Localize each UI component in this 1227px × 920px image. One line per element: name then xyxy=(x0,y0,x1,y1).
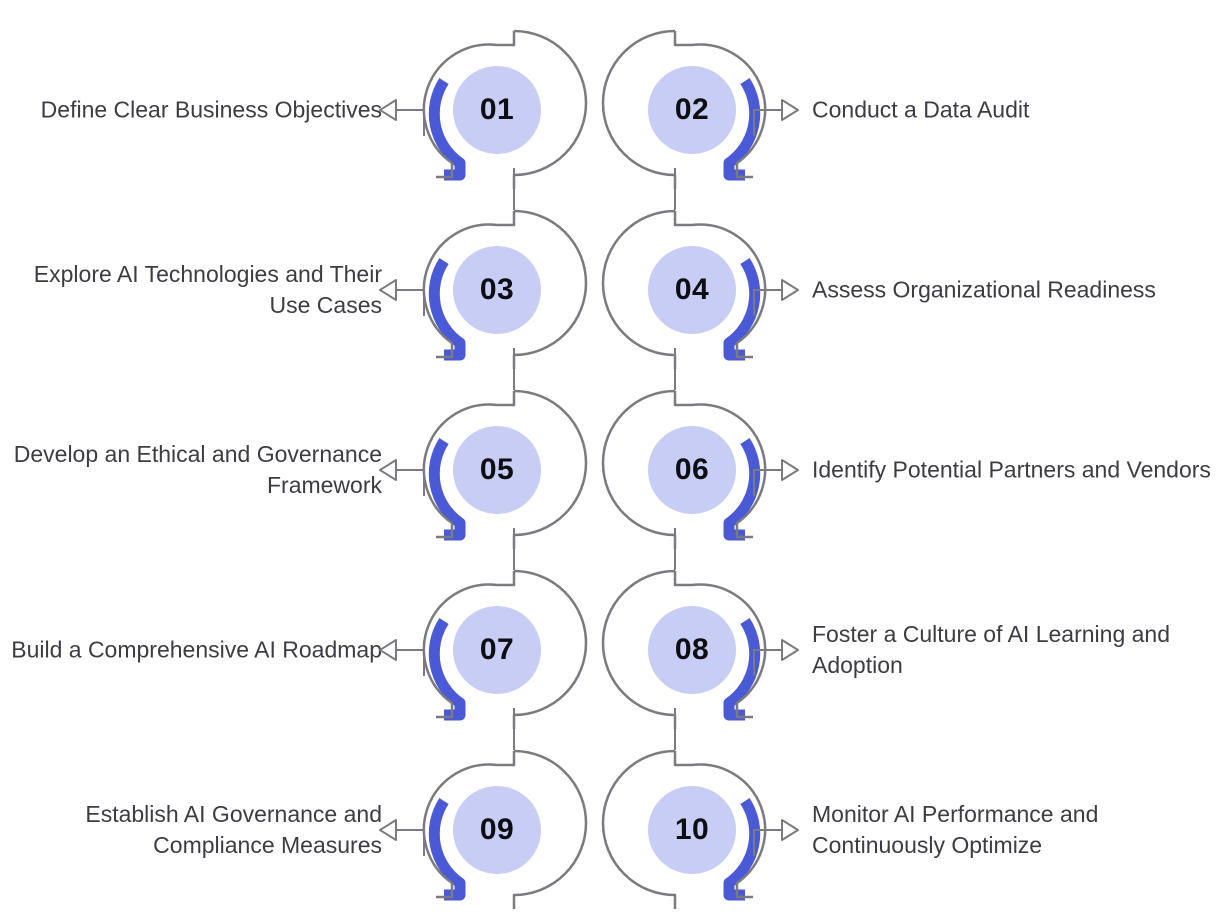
step-number: 05 xyxy=(479,453,515,486)
arrow-right-outline-icon xyxy=(750,260,820,320)
step-label: Foster a Culture of AI Learning and Adop… xyxy=(812,621,1170,678)
connector-line xyxy=(674,708,676,750)
connector-line xyxy=(513,348,515,390)
step-label: Monitor AI Performance and Continuously … xyxy=(812,801,1099,858)
step-node[interactable]: 09 xyxy=(422,749,588,909)
step-row: Build a Comprehensive AI Roadmap 07 xyxy=(0,560,1227,740)
step-node[interactable]: 10 xyxy=(601,749,767,909)
step-number: 08 xyxy=(674,633,710,666)
step-label: Assess Organizational Readiness xyxy=(812,276,1156,303)
connector-line xyxy=(674,528,676,570)
arrow-left-outline-icon xyxy=(358,80,428,140)
step-node[interactable]: 05 xyxy=(422,389,588,549)
arrow-right-outline-icon xyxy=(750,80,820,140)
arrow-left-outline-icon xyxy=(358,260,428,320)
step-number: 01 xyxy=(479,93,515,126)
step-row: Explore AI Technologies and Their Use Ca… xyxy=(0,200,1227,380)
arrow-left-outline-icon xyxy=(358,620,428,680)
step-label: Identify Potential Partners and Vendors xyxy=(812,456,1211,483)
step-label: Establish AI Governance and Compliance M… xyxy=(85,801,382,858)
step-node[interactable]: 08 xyxy=(601,569,767,729)
step-node[interactable]: 01 xyxy=(422,29,588,189)
step-node[interactable]: 02 xyxy=(601,29,767,189)
step-node[interactable]: 03 xyxy=(422,209,588,369)
step-number: 03 xyxy=(479,273,515,306)
connector-line xyxy=(513,528,515,570)
step-number: 09 xyxy=(479,813,515,846)
step-number: 04 xyxy=(674,273,710,306)
connector-line xyxy=(513,708,515,750)
connector-line xyxy=(674,348,676,390)
arrow-right-outline-icon xyxy=(750,620,820,680)
step-number: 02 xyxy=(674,93,710,126)
step-label: Explore AI Technologies and Their Use Ca… xyxy=(33,261,382,318)
step-label: Develop an Ethical and Governance Framew… xyxy=(13,441,382,498)
step-row: Develop an Ethical and Governance Framew… xyxy=(0,380,1227,560)
connector-line xyxy=(513,168,515,210)
step-row: Define Clear Business Objectives 01 xyxy=(0,20,1227,200)
arrow-left-outline-icon xyxy=(358,800,428,860)
arrow-left-outline-icon xyxy=(358,440,428,500)
step-node[interactable]: 06 xyxy=(601,389,767,549)
step-number: 07 xyxy=(479,633,515,666)
step-row: Establish AI Governance and Compliance M… xyxy=(0,740,1227,920)
step-label: Build a Comprehensive AI Roadmap xyxy=(11,636,382,663)
step-node[interactable]: 07 xyxy=(422,569,588,729)
arrow-right-outline-icon xyxy=(750,440,820,500)
step-number: 10 xyxy=(674,813,710,846)
step-label: Conduct a Data Audit xyxy=(812,96,1030,123)
step-node[interactable]: 04 xyxy=(601,209,767,369)
step-label: Define Clear Business Objectives xyxy=(40,96,382,123)
step-number: 06 xyxy=(674,453,710,486)
connector-line xyxy=(674,168,676,210)
arrow-right-outline-icon xyxy=(750,800,820,860)
